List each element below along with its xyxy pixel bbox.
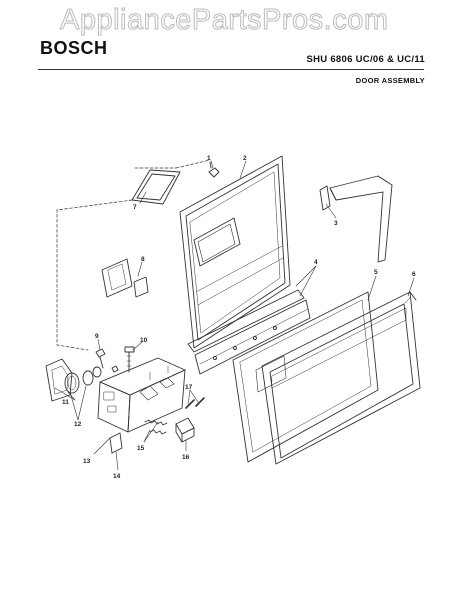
part-9-screw [95,348,119,373]
callout-1: 1 [207,155,211,162]
callout-10: 10 [140,337,148,344]
callout-15: 15 [137,445,145,452]
part-1-clip [208,161,220,178]
callout-5: 5 [374,269,378,276]
model-number: SHU 6806 UC/06 & UC/11 [306,54,425,65]
part-11-latch-housing [45,358,73,402]
callout-14: 14 [113,473,121,480]
part-8-hinge-plate [101,258,149,298]
callout-12: 12 [74,421,82,428]
part-13-latch-assembly [97,357,186,433]
part-4-trim-strip [187,289,311,375]
seal-leader-dashed [56,159,211,351]
part-17-pins [185,397,205,409]
part-3-bracket [319,175,393,263]
callout-9: 9 [95,333,99,340]
brand-logo: BOSCH [40,38,108,58]
callout-17: 17 [185,384,193,391]
part-12-gaskets [64,366,102,394]
callout-2: 2 [243,155,247,162]
callout-13: 13 [83,458,91,465]
watermark: AppliancePartsPros.com [60,4,389,37]
callout-11: 11 [62,399,69,406]
callout-4: 4 [314,259,318,266]
part-16-catch [175,417,195,443]
callout-labels: 1 2 3 4 5 6 7 8 9 10 11 12 13 14 15 16 1… [62,155,416,480]
part-2-inner-door [179,155,291,349]
callout-3: 3 [334,220,338,227]
part-14-block [109,432,123,454]
part-15-springs [144,419,168,435]
header-rule [38,69,424,70]
part-7-seal [131,169,181,205]
callout-16: 16 [182,454,190,461]
section-title: DOOR ASSEMBLY [355,76,425,85]
part-6-door-front [261,291,421,465]
part-5-outer-panel [232,291,379,463]
callout-leaders [54,160,415,471]
callout-6: 6 [412,271,416,278]
callout-7: 7 [133,204,137,211]
callout-8: 8 [141,256,145,263]
